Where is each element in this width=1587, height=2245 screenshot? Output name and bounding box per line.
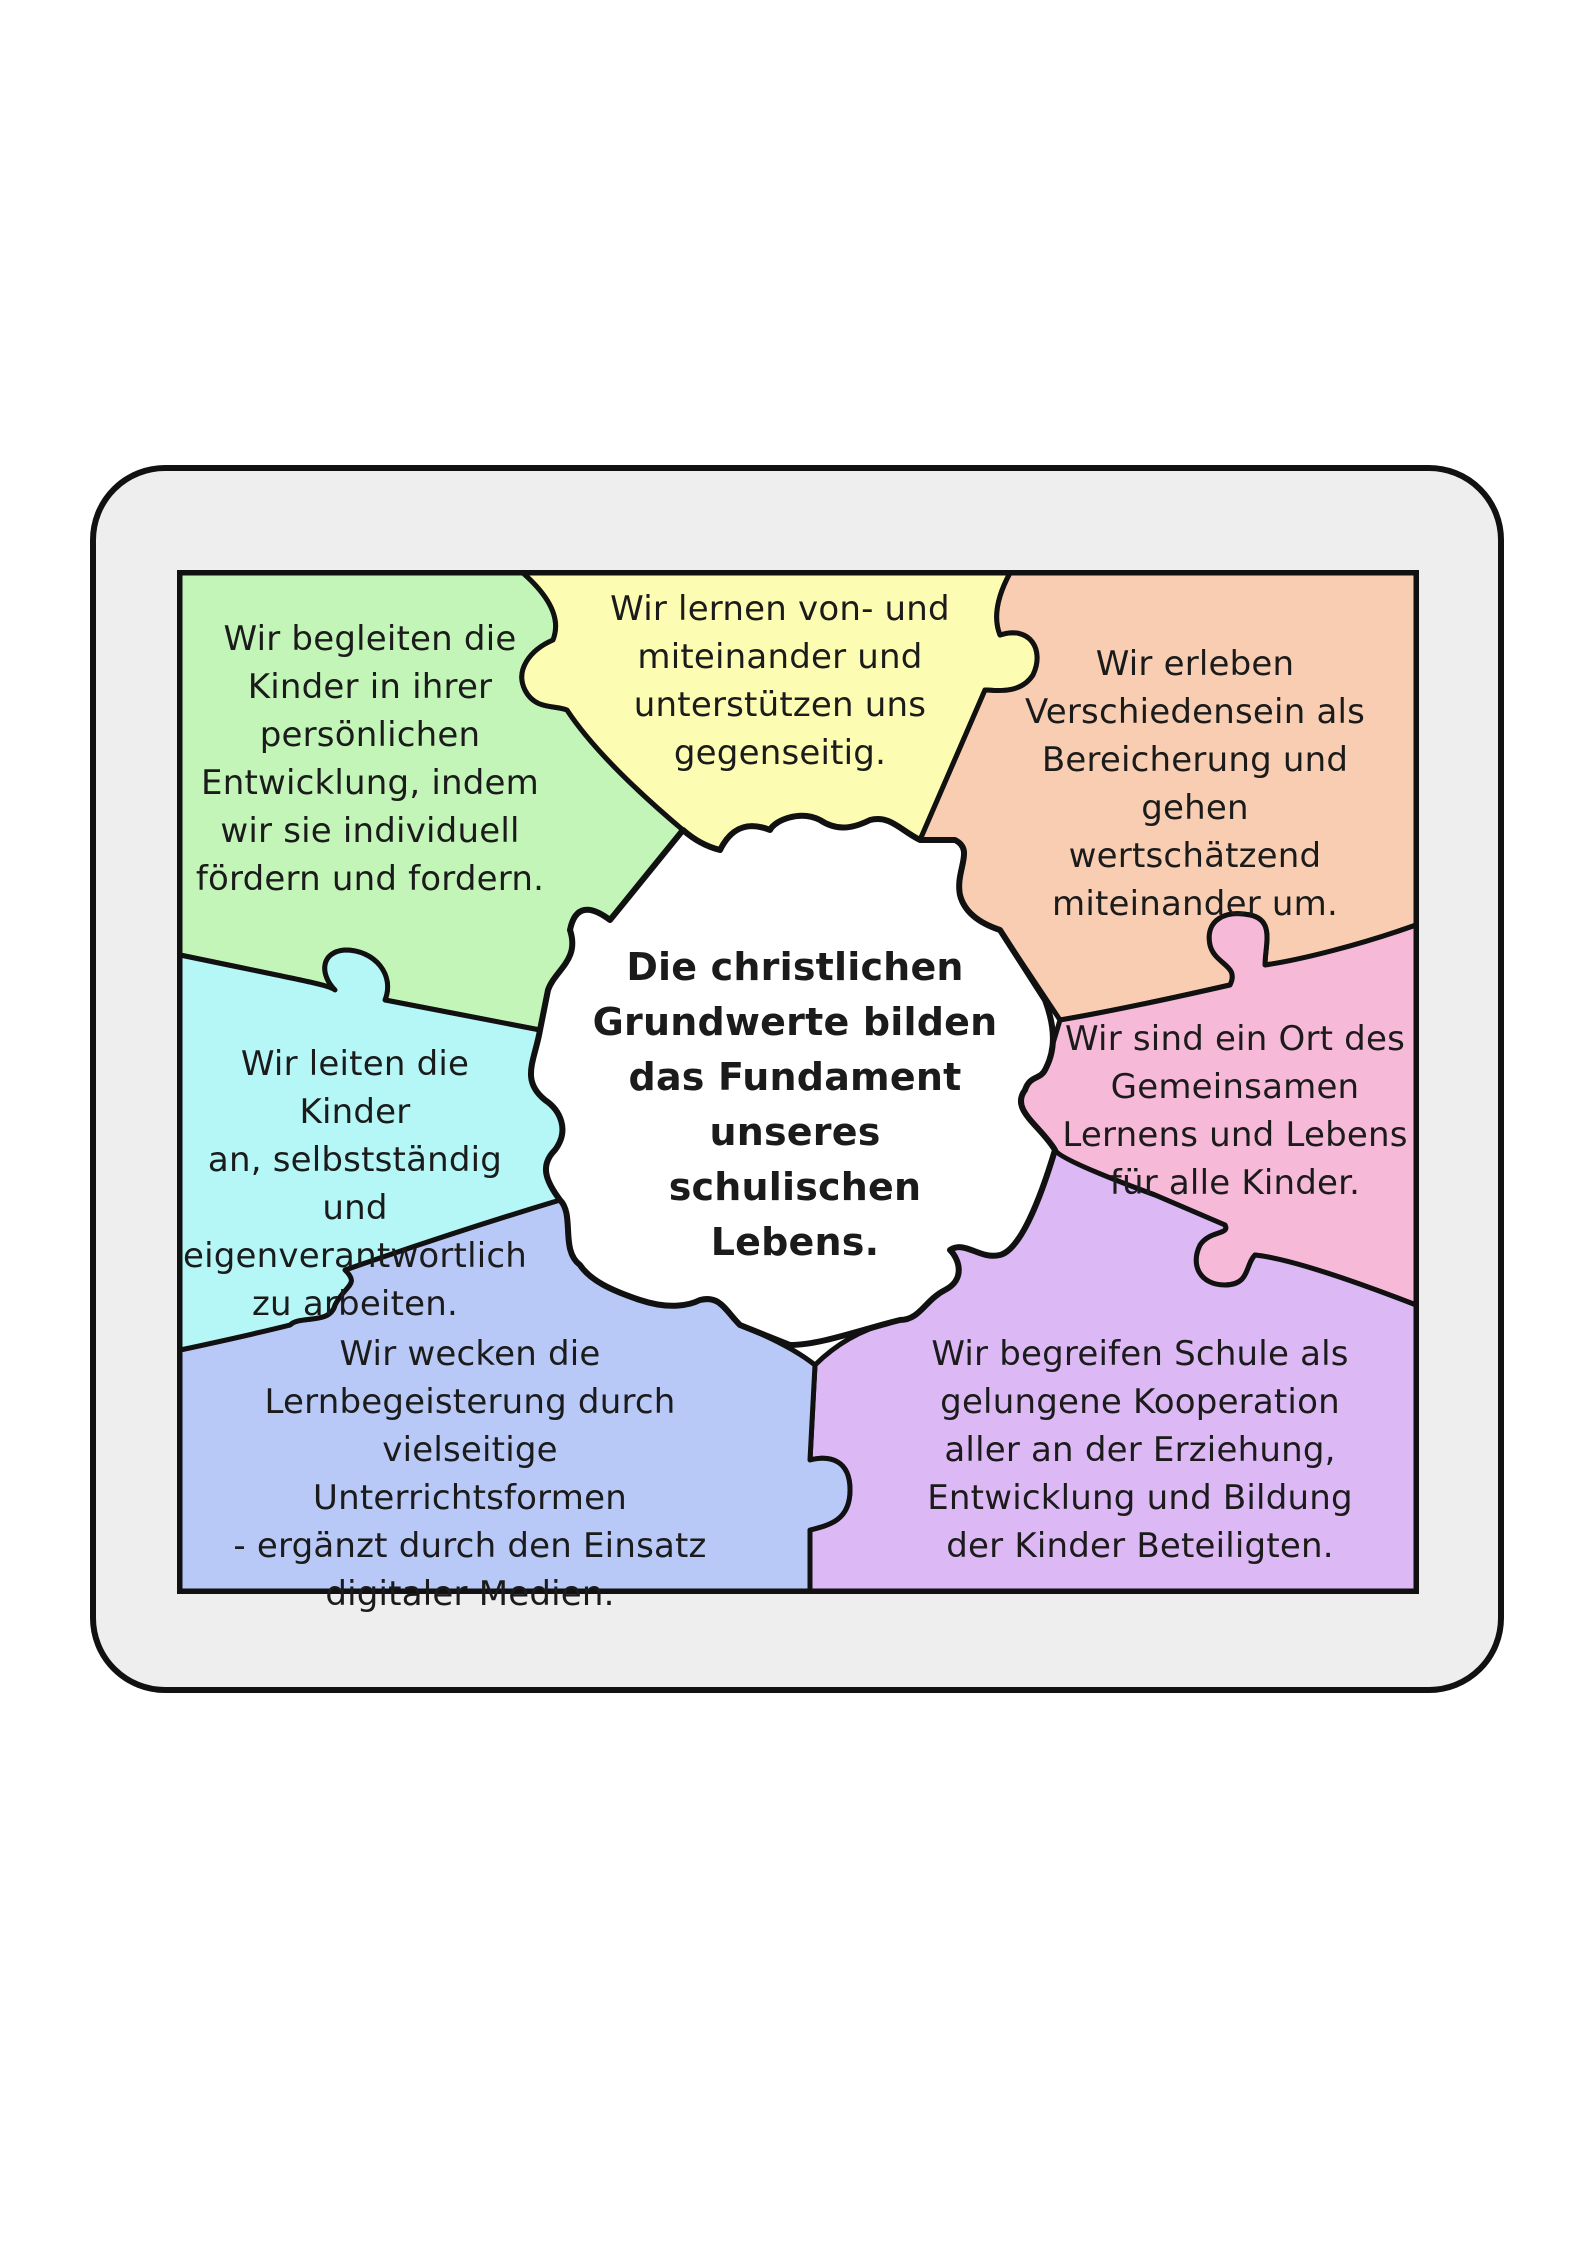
- value-independent-work: Wir leiten die Kinder an, selbstständig …: [183, 1044, 527, 1324]
- value-support-development: Wir begleiten die Kinder in ihrer persön…: [195, 619, 545, 899]
- value-cooperation: Wir begreifen Schule als gelungene Koope…: [927, 1334, 1353, 1566]
- value-place-of-community: Wir sind ein Ort des Gemeinsamen Lernens…: [1062, 1019, 1408, 1203]
- value-enthusiasm-for-learning: Wir wecken die Lernbegeisterung durch vi…: [233, 1334, 707, 1614]
- center-statement: Die christlichen Grundwerte bilden das F…: [592, 945, 998, 1264]
- center-piece: [528, 812, 1058, 1348]
- value-learn-together: Wir lernen von- und miteinander und unte…: [610, 589, 950, 773]
- value-diversity: Wir erleben Verschiedensein als Bereiche…: [1024, 644, 1366, 924]
